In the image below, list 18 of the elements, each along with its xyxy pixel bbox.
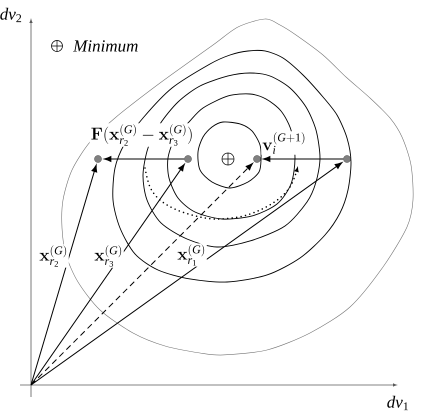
vector-arrow bbox=[30, 164, 98, 386]
axis-label: $dv_1$ bbox=[387, 396, 408, 410]
dot bbox=[253, 155, 261, 163]
vector-label: $\mathbf{F}(\mathbf{x}_{r_2}^{(G)}-\mathbf{x}_{r_3}^{(G)})$ bbox=[90, 123, 194, 147]
dot bbox=[94, 155, 102, 163]
vector-label: $\mathbf{x}_{r_3}^{(G)}$ bbox=[93, 244, 124, 268]
vector-arrow bbox=[30, 163, 253, 386]
vector-label: $\mathbf{x}_{r_1}^{(G)}$ bbox=[176, 243, 207, 267]
axis-label: $dv_2$ bbox=[0, 8, 22, 22]
vector-arrow bbox=[30, 164, 185, 386]
point-label: $\mathbf{v}_i^{(G+1)}$ bbox=[261, 131, 308, 155]
vector-arrow bbox=[104, 156, 185, 162]
dot bbox=[184, 155, 192, 163]
vector-label: $\mathbf{x}_{r_2}^{(G)}$ bbox=[38, 244, 69, 268]
legend-label: Minimum bbox=[73, 40, 138, 52]
vector-arrow bbox=[30, 162, 342, 386]
vector-arrow bbox=[262, 156, 344, 162]
dot bbox=[343, 155, 351, 163]
